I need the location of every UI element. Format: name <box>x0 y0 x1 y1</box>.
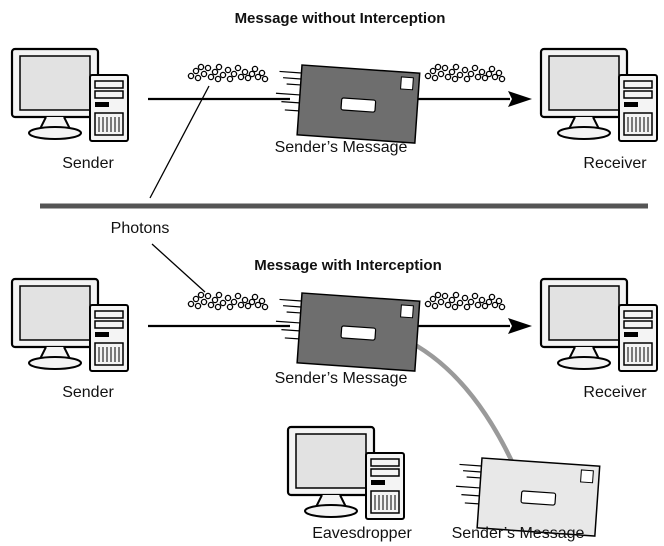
top-receiver-label: Receiver <box>583 155 647 172</box>
bottom-photons-right-icon <box>424 291 506 311</box>
photons-pointer-bottom <box>151 243 206 293</box>
top-photons-left-icon <box>187 63 269 83</box>
photons-label: Photons <box>111 220 170 237</box>
bottom-envelope-icon <box>274 292 421 372</box>
eavesdropper-computer-icon <box>286 425 406 521</box>
top-message-label: Sender’s Message <box>275 139 408 156</box>
copied-envelope-icon <box>454 457 601 537</box>
bottom-section-title: Message with Interception <box>254 257 442 274</box>
top-sender-label: Sender <box>62 155 114 172</box>
photons-pointer-top <box>149 85 210 199</box>
bottom-receiver-computer-icon <box>539 277 659 373</box>
top-section-title: Message without Interception <box>235 10 446 27</box>
interception-line <box>401 335 518 469</box>
top-envelope-icon <box>274 64 421 144</box>
top-photons-right-icon <box>424 63 506 83</box>
copied-message-label: Sender’s Message <box>452 525 585 542</box>
bottom-sender-label: Sender <box>62 384 114 401</box>
bottom-message-label: Sender’s Message <box>275 370 408 387</box>
sender-computer-icon <box>10 47 130 143</box>
bottom-arrowhead-icon <box>508 318 532 334</box>
bottom-receiver-label: Receiver <box>583 384 647 401</box>
receiver-computer-icon <box>539 47 659 143</box>
top-arrowhead-icon <box>508 91 532 107</box>
bottom-photons-left-icon <box>187 291 269 311</box>
bottom-sender-computer-icon <box>10 277 130 373</box>
eavesdropper-label: Eavesdropper <box>312 525 412 542</box>
